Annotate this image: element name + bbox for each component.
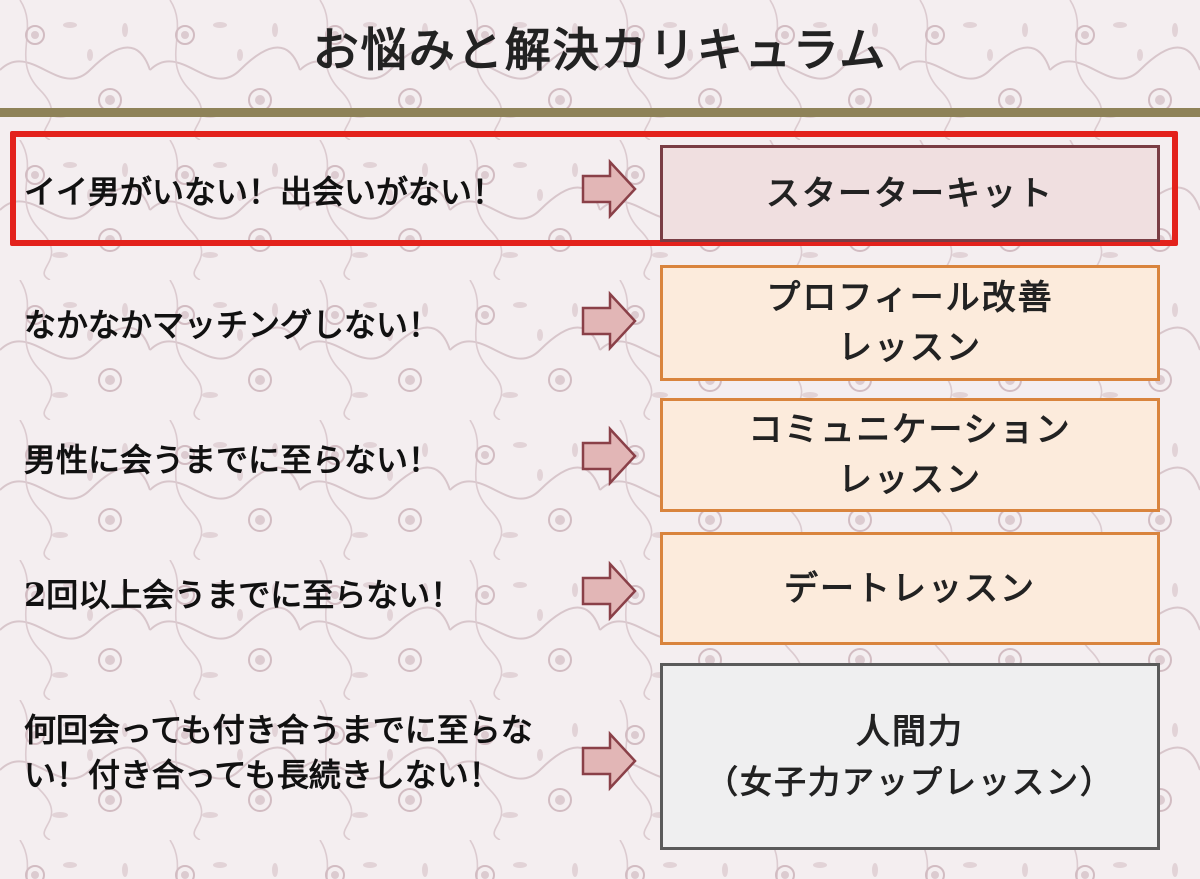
- arrow-right-icon: [581, 560, 637, 622]
- solution-3-line2: レッスン: [837, 460, 982, 500]
- solution-2-line2: レッスン: [837, 328, 982, 368]
- solution-5-line2: （女子力アップレッスン）: [705, 762, 1114, 801]
- solution-box-4: デートレッスン: [660, 532, 1160, 645]
- solution-3-line1: コミュニケーション: [748, 410, 1072, 450]
- problem-4: 2回以上会うまでに至らない！: [24, 576, 463, 614]
- solution-box-3: コミュニケーション レッスン: [660, 398, 1160, 512]
- highlight-frame: [10, 131, 1178, 246]
- solution-1-line1: スターターキット: [766, 173, 1054, 214]
- page-title: お悩みと解決カリキュラム: [312, 23, 888, 77]
- arrow-right-icon: [581, 730, 637, 792]
- solution-box-2: プロフィール改善 レッスン: [660, 265, 1160, 381]
- arrow-right-icon: [581, 425, 637, 487]
- solution-box-5: 人間力 （女子力アップレッスン）: [660, 663, 1160, 850]
- problem-2: なかなかマッチングしない！: [24, 306, 441, 344]
- problem-5: 何回会っても付き合うまでに至らない！付き合っても長続きしない！: [24, 711, 533, 794]
- problem-3: 男性に会うまでに至らない！: [24, 441, 441, 479]
- solution-2-line1: プロフィール改善: [766, 278, 1054, 318]
- arrow-right-icon: [581, 290, 637, 352]
- solution-5-line1: 人間力: [855, 711, 964, 752]
- solution-box-1: スターターキット: [660, 145, 1160, 242]
- problem-1: イイ男がいない！出会いがない！: [24, 173, 505, 211]
- title-underline: [0, 108, 1200, 117]
- solution-4-line1: デートレッスン: [784, 568, 1036, 609]
- arrow-right-icon: [581, 158, 637, 220]
